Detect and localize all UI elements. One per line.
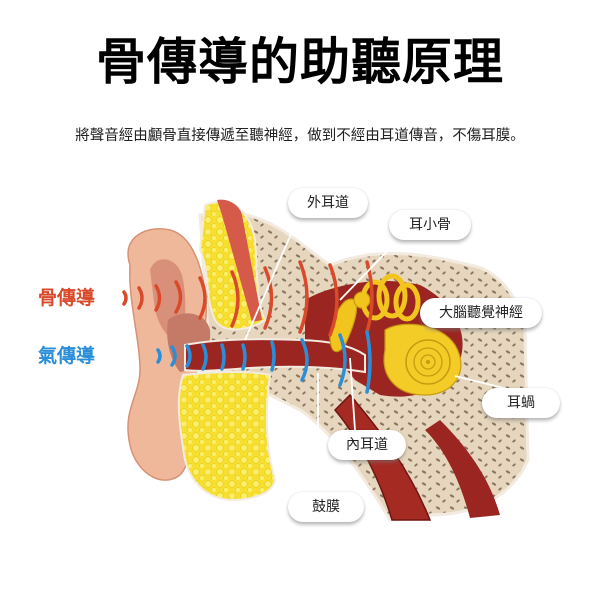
label-inner-ear-canal: 內耳道 [328,430,406,460]
semicircular-canals [360,273,421,322]
page-subtitle: 將聲音經由顱骨直接傳遞至聽神經，做到不經由耳道傳音，不傷耳膜。 [75,128,525,144]
bone-conduction-waves [122,260,374,337]
cochlea [383,323,462,396]
label-auditory-nerve: 大腦聽覺神經 [420,298,542,328]
label-ossicles: 耳小骨 [389,210,471,240]
muscle-strip [217,199,262,322]
ear-anatomy-illustration [122,199,530,522]
label-eardrum: 鼓膜 [288,492,364,522]
bone-conduction-label: 骨傳導 [38,287,96,309]
label-cochlea: 耳蝸 [482,388,560,418]
air-conduction-label: 氣傳導 [38,345,96,367]
label-outer-ear-canal: 外耳道 [288,188,368,218]
air-conduction-waves [156,330,372,394]
page-title: 骨傳導的助聽原理 [96,33,504,91]
fat-tissue-lower [177,370,277,502]
